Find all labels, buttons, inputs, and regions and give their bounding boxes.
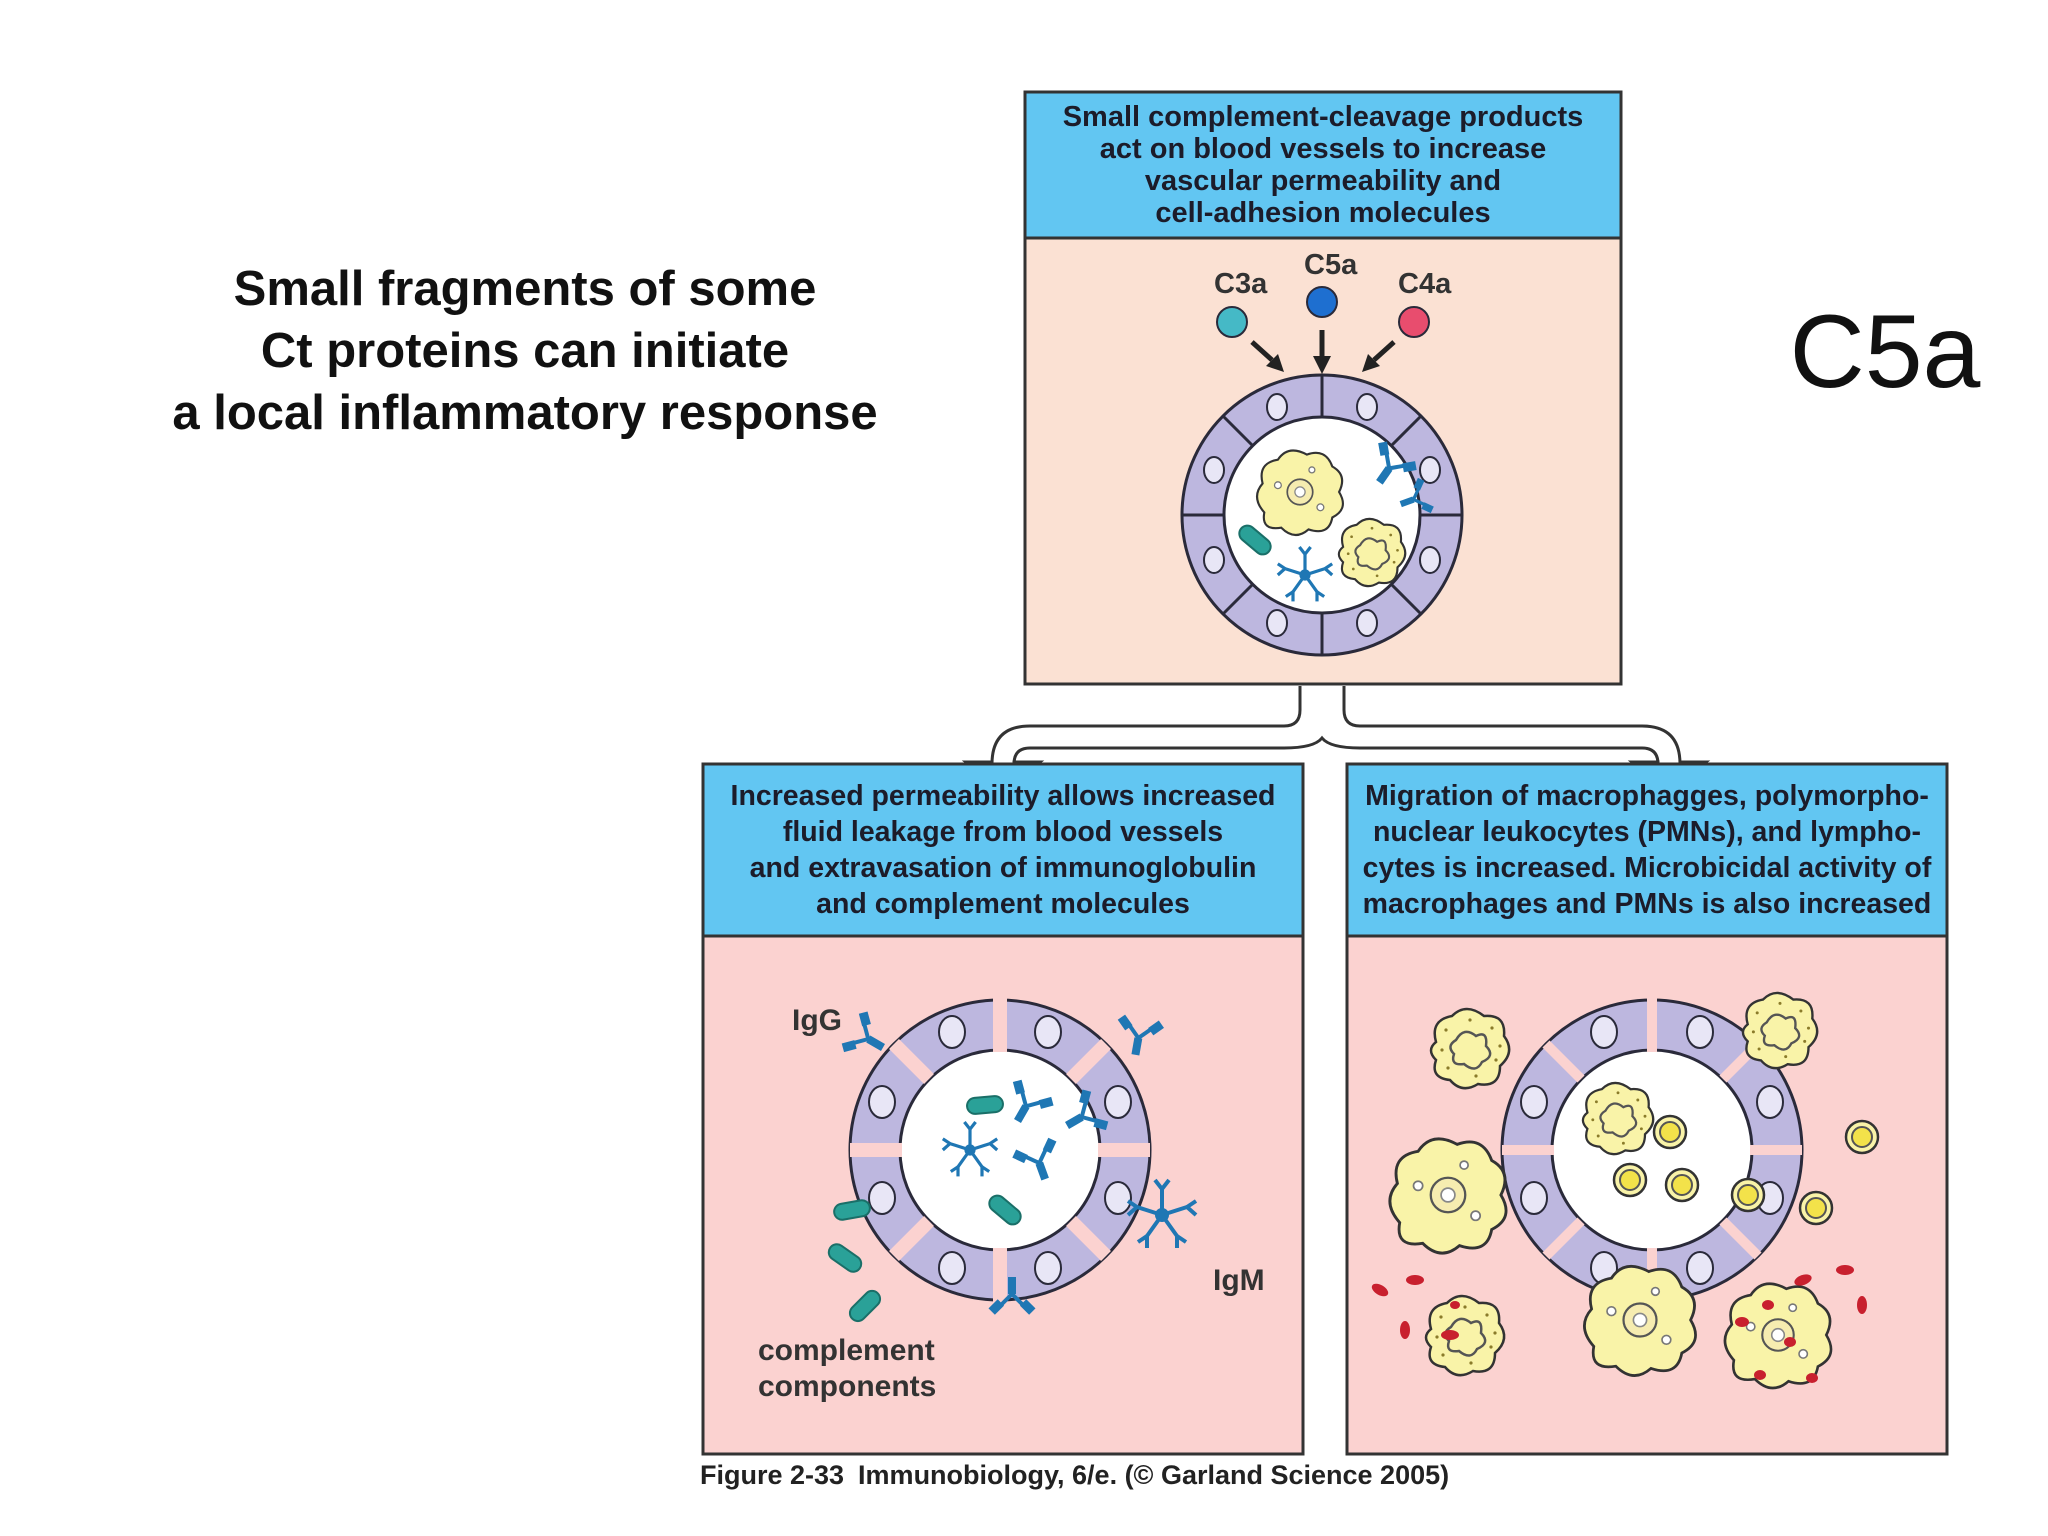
left-panel: IgG IgM complement components bbox=[701, 762, 1305, 1456]
right-pmn bbox=[1429, 1007, 1511, 1090]
figure-caption: Figure 2-33 Immunobiology, 6/e. (© Garlan… bbox=[700, 1460, 1449, 1491]
right-lymphocyte bbox=[1844, 1119, 1880, 1155]
top-panel-line-2: act on blood vessels to increase bbox=[1099, 133, 1547, 165]
top-panel: C3a C5a C4a bbox=[1023, 90, 1623, 686]
slide-title: Small fragments of some Ct proteins can … bbox=[130, 258, 920, 444]
figure-source: Immunobiology, 6/e. (© Garland Science 2… bbox=[858, 1460, 1450, 1490]
top-panel-line-4: cell-adhesion molecules bbox=[1155, 197, 1491, 229]
right-macrophage bbox=[1723, 1282, 1833, 1390]
fragment-arrows bbox=[1250, 330, 1396, 374]
right-lymphocyte bbox=[1798, 1190, 1834, 1226]
igm-label: IgM bbox=[1213, 1264, 1265, 1297]
right-pmn bbox=[1581, 1081, 1655, 1156]
c4a-fragment bbox=[1398, 306, 1430, 338]
title-line-2: Ct proteins can initiate bbox=[260, 324, 790, 378]
right-panel-line-3: cytes is increased. Microbicidal activit… bbox=[1362, 852, 1932, 884]
c3a-fragment bbox=[1216, 306, 1248, 338]
right-panel bbox=[1345, 762, 1949, 1456]
top-pmn bbox=[1337, 517, 1407, 588]
left-complement bbox=[965, 1094, 1005, 1116]
left-panel-line-2: fluid leakage from blood vessels bbox=[782, 816, 1224, 848]
right-lymphocyte bbox=[1730, 1177, 1766, 1213]
complement-label-line-1: complement bbox=[758, 1334, 935, 1367]
right-vessel bbox=[1500, 998, 1804, 1302]
c5a-fragment bbox=[1306, 286, 1338, 318]
right-lymphocyte bbox=[1664, 1167, 1700, 1203]
left-panel-description: Increased permeability allows increased … bbox=[703, 766, 1303, 934]
right-pmn-emigrating bbox=[1741, 991, 1819, 1070]
right-panel-description: Migration of macrophagges, polymorpho- n… bbox=[1347, 766, 1947, 934]
right-pmn bbox=[1424, 1294, 1506, 1377]
left-panel-line-3: and extravasation of immunoglobulin bbox=[749, 852, 1257, 884]
right-macrophage-emigrating bbox=[1583, 1264, 1697, 1377]
right-lymphocyte bbox=[1612, 1162, 1648, 1198]
complement-label-line-2: components bbox=[758, 1370, 936, 1403]
right-panel-line-2: nuclear leukocytes (PMNs), and lympho- bbox=[1373, 816, 1921, 848]
top-panel-line-3: vascular permeability and bbox=[1144, 165, 1502, 197]
c5a-label: C5a bbox=[1304, 249, 1358, 281]
right-lymphocyte bbox=[1652, 1114, 1688, 1150]
left-vessel bbox=[848, 998, 1152, 1302]
c3a-label: C3a bbox=[1214, 268, 1268, 300]
right-macrophage bbox=[1388, 1137, 1508, 1255]
top-panel-description: Small complement-cleavage products act o… bbox=[1025, 94, 1621, 236]
c4a-label: C4a bbox=[1398, 268, 1452, 300]
igg-label: IgG bbox=[792, 1004, 842, 1037]
left-panel-line-4: and complement molecules bbox=[816, 888, 1190, 920]
title-line-3: a local inflammatory response bbox=[172, 386, 878, 440]
side-label-c5a: C5a bbox=[1789, 294, 1981, 410]
red-blood-cells bbox=[1371, 1265, 1867, 1383]
branching-arrows bbox=[961, 686, 1711, 794]
top-panel-line-1: Small complement-cleavage products bbox=[1062, 101, 1584, 133]
top-macrophage bbox=[1255, 449, 1344, 537]
right-panel-line-4: macrophages and PMNs is also increased bbox=[1362, 888, 1932, 920]
title-line-1: Small fragments of some bbox=[233, 262, 817, 316]
figure-number: Figure 2-33 bbox=[700, 1460, 845, 1490]
left-panel-line-1: Increased permeability allows increased bbox=[730, 780, 1276, 812]
right-panel-line-1: Migration of macrophagges, polymorpho- bbox=[1365, 780, 1929, 812]
